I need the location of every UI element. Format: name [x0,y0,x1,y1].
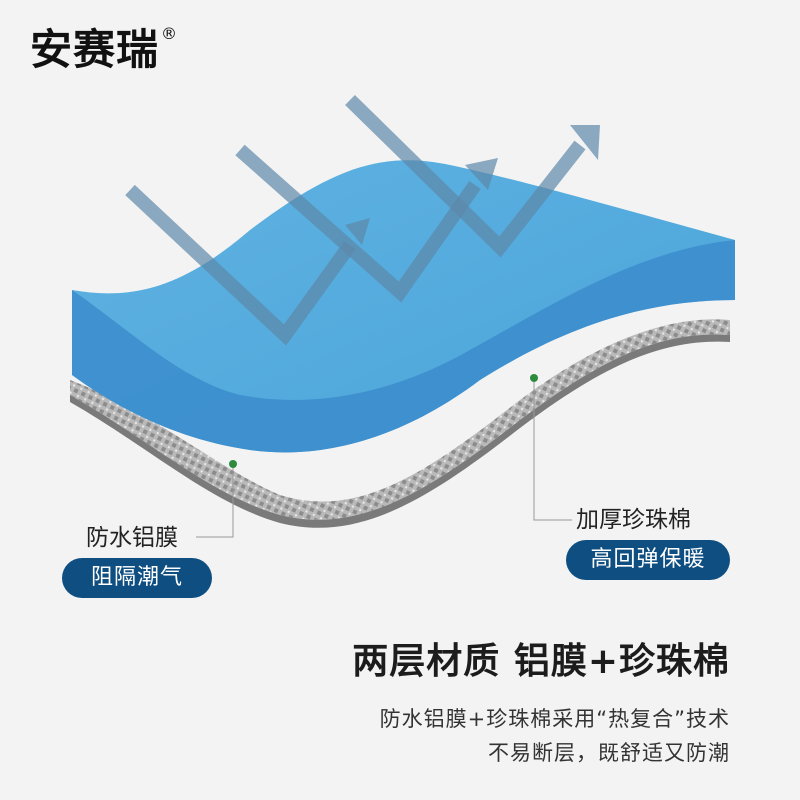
foam-marker-dot [530,374,538,382]
description-line-2: 不易断层，既舒适又防潮 [488,741,730,765]
brand-logo: 安赛瑞 ® [30,24,178,74]
callout-leaders [196,378,572,538]
aluminum-foil-layer [70,319,730,528]
headline: 两层材质 铝膜+珍珠棉 [352,641,730,682]
description-line-1: 防水铝膜+珍珠棉采用“热复合”技术 [379,707,730,731]
foil-label: 防水铝膜 [86,525,178,551]
foil-feature-badge: 阻隔潮气 [62,558,212,598]
registered-mark-icon: ® [161,24,178,43]
foam-feature-badge: 高回弹保暖 [566,540,730,580]
foil-marker-dot [229,460,237,468]
foam-label: 加厚珍珠棉 [576,507,691,533]
arrow-heads [345,125,600,245]
brand-name: 安赛瑞 [30,25,160,74]
heat-reflection-arrows [125,95,586,346]
pearl-cotton-foam-layer [72,160,735,453]
